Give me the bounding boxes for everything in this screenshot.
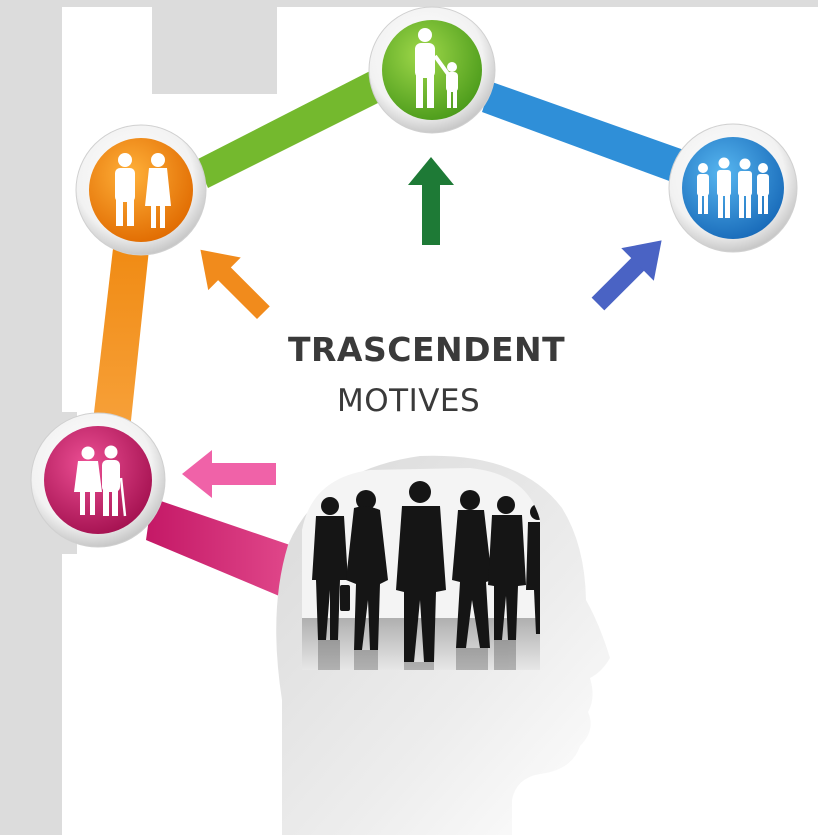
title-line-2: MOTIVES	[337, 383, 481, 419]
crowd-reflection	[318, 640, 516, 670]
parent-child-icon	[415, 28, 458, 108]
bar-green	[196, 70, 384, 188]
title-line-1: TRASCENDENT	[288, 330, 566, 369]
node-left-couple	[75, 124, 207, 256]
node-top-parent-child	[368, 6, 496, 134]
bar-blue	[482, 82, 684, 182]
arrow-left-pink	[182, 450, 276, 498]
connector-bars	[92, 70, 684, 598]
bar-orange	[92, 240, 150, 430]
head-with-crowd-silhouettes-icon	[276, 455, 610, 835]
gray-top-band	[62, 0, 818, 7]
group-of-people-icon	[697, 157, 769, 218]
crowd-silhouettes	[312, 481, 540, 662]
arrow-up-right-blue	[591, 240, 662, 311]
arrow-up-left-orange	[200, 249, 270, 320]
node-bottom-elderly	[30, 412, 166, 548]
gray-top-left-block	[152, 7, 277, 94]
bar-magenta	[146, 498, 290, 598]
arrow-up-green	[408, 157, 454, 245]
elderly-couple-icon	[74, 445, 127, 517]
couple-icon	[115, 153, 171, 228]
node-right-group	[668, 123, 798, 253]
